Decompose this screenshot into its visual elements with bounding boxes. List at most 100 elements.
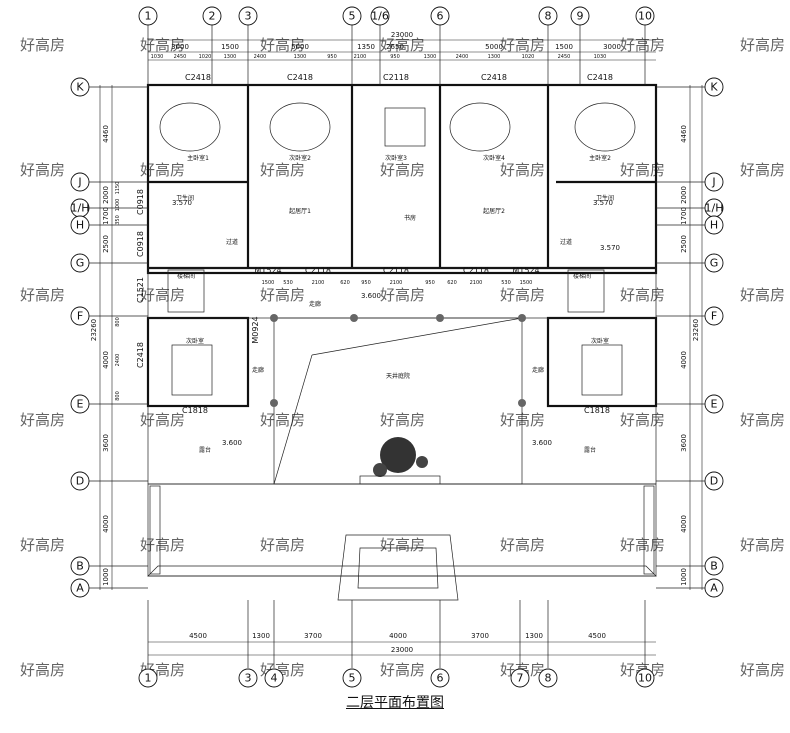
grid-axis-label: 2 <box>209 10 216 23</box>
bottom-dimension: 3700 <box>304 632 322 640</box>
watermark-text: 好高房 <box>740 661 785 679</box>
room-label: 走廊 <box>309 300 321 308</box>
top-dimension: 3000 <box>171 43 189 51</box>
watermark-text: 好高房 <box>140 536 185 554</box>
room-label: 卫生间 <box>596 194 614 202</box>
grid-axis-label: A <box>710 582 718 595</box>
room-label: 过道 <box>226 238 238 246</box>
room-label: 天井庭院 <box>386 372 410 380</box>
room-label: 次卧室4 <box>483 154 505 162</box>
bottom-grid-axis: 4 <box>264 668 284 688</box>
right-grid-axis: 1/H <box>705 198 724 218</box>
window-label-bottom: C1818 <box>584 406 610 415</box>
top-dimension: 5000 <box>291 43 309 51</box>
bottom-dimension: 1300 <box>252 632 270 640</box>
left-grid-axis: B <box>70 556 90 576</box>
grid-axis-label: D <box>76 475 84 488</box>
watermark-text: 好高房 <box>20 286 65 304</box>
window-label-side: M0924 <box>251 316 260 343</box>
bottom-dimension: 4000 <box>389 632 407 640</box>
bed-icons <box>159 102 636 396</box>
watermark-text: 好高房 <box>380 161 425 179</box>
grid-axis-label: E <box>77 398 84 411</box>
bottom-dimension: 4500 <box>189 632 207 640</box>
corridor-subdimension: 2100 <box>470 280 483 286</box>
grid-axis-label: 6 <box>437 10 444 23</box>
left-dimension: 4460 <box>102 125 110 143</box>
top-grid-axis: 8 <box>538 6 558 26</box>
left-grid-axis: D <box>70 471 90 491</box>
bottom-grid-axis: 8 <box>538 668 558 688</box>
watermark-text: 好高房 <box>140 161 185 179</box>
top-subdimension: 1020 <box>522 54 535 60</box>
grid-axis-label: 9 <box>577 10 584 23</box>
room-label: 露台 <box>199 446 211 454</box>
right-grid-axis: E <box>704 394 724 414</box>
room-label: 起居厅1 <box>289 207 311 215</box>
watermark-text: 好高房 <box>380 286 425 304</box>
top-subdimension: 2400 <box>254 54 267 60</box>
watermark-text: 好高房 <box>500 286 545 304</box>
elevation-mark: 3.600 <box>361 292 381 300</box>
elevation-mark: 3.570 <box>172 199 192 207</box>
watermark-text: 好高房 <box>260 161 305 179</box>
grid-axis-label: 3 <box>245 10 252 23</box>
top-subdimension: 1030 <box>594 54 607 60</box>
left-grid-axis: A <box>70 578 90 598</box>
right-dimension: 3600 <box>680 434 688 452</box>
left-grid-axis: E <box>70 394 90 414</box>
bottom-grid-axis: 1 <box>138 668 158 688</box>
window-label-side: C0918 <box>136 231 145 257</box>
top-grid-axis: 10 <box>635 6 655 26</box>
left-small-dimension: 800 <box>115 391 121 401</box>
room-label: 次卧室2 <box>289 154 311 162</box>
window-label-side: C0918 <box>136 189 145 215</box>
top-subdimension: 2400 <box>456 54 469 60</box>
left-grid-axis: 1/H <box>71 198 89 218</box>
grid-axis-label: F <box>711 310 717 323</box>
top-dimension: 3000 <box>603 43 621 51</box>
grid-axis-label: 10 <box>638 672 652 685</box>
room-label: 次卧室3 <box>385 154 407 162</box>
top-subdimension: 1020 <box>199 54 212 60</box>
elevation-mark: 3.570 <box>593 199 613 207</box>
watermark-text: 好高房 <box>140 36 185 54</box>
top-grid-axis: 6 <box>430 6 450 26</box>
room-label: 主卧室1 <box>187 154 209 162</box>
watermark-text: 好高房 <box>740 36 785 54</box>
corridor-subdimension: 950 <box>425 280 435 286</box>
corridor-subdimension: 2100 <box>312 280 325 286</box>
window-label-corridor: C2118 <box>305 266 331 275</box>
top-subdimension: 1300 <box>294 54 307 60</box>
corridor-subdimension: 1500 <box>262 280 275 286</box>
grid-axis-label: 1/H <box>705 202 724 215</box>
watermark-text: 好高房 <box>20 661 65 679</box>
top-grid-axis: 1/6 <box>370 6 390 26</box>
left-total-dimension: 23260 <box>90 319 98 341</box>
right-dimension: 4000 <box>680 515 688 533</box>
elevation-mark: 3.570 <box>600 244 620 252</box>
bottom-dimension: 4500 <box>588 632 606 640</box>
watermark-text: 好高房 <box>380 36 425 54</box>
right-grid-axis: D <box>704 471 724 491</box>
left-grid-axis: H <box>70 215 90 235</box>
drawing-title: 二层平面布置图 <box>346 695 444 711</box>
watermark-text: 好高房 <box>260 536 305 554</box>
room-label: 次卧室 <box>591 337 609 345</box>
window-label-corridor: C2118 <box>463 266 489 275</box>
grid-axis-label: 5 <box>349 672 356 685</box>
right-grid-axis: F <box>704 306 724 326</box>
top-grid-axis: 9 <box>570 6 590 26</box>
bottom-grid-axis: 7 <box>510 668 530 688</box>
watermark-text: 好高房 <box>20 36 65 54</box>
top-subdimension: 2450 <box>558 54 571 60</box>
watermark-text: 好高房 <box>380 411 425 429</box>
top-grid-axis: 2 <box>202 6 222 26</box>
watermark-text: 好高房 <box>140 286 185 304</box>
grid-axis-label: 3 <box>245 672 252 685</box>
left-dimension: 4000 <box>102 351 110 369</box>
window-label-corridor: M1524 <box>254 266 281 275</box>
right-dimension: 2000 <box>680 186 688 204</box>
grid-axis-label: H <box>76 219 84 232</box>
top-subdimension: 1030 <box>151 54 164 60</box>
